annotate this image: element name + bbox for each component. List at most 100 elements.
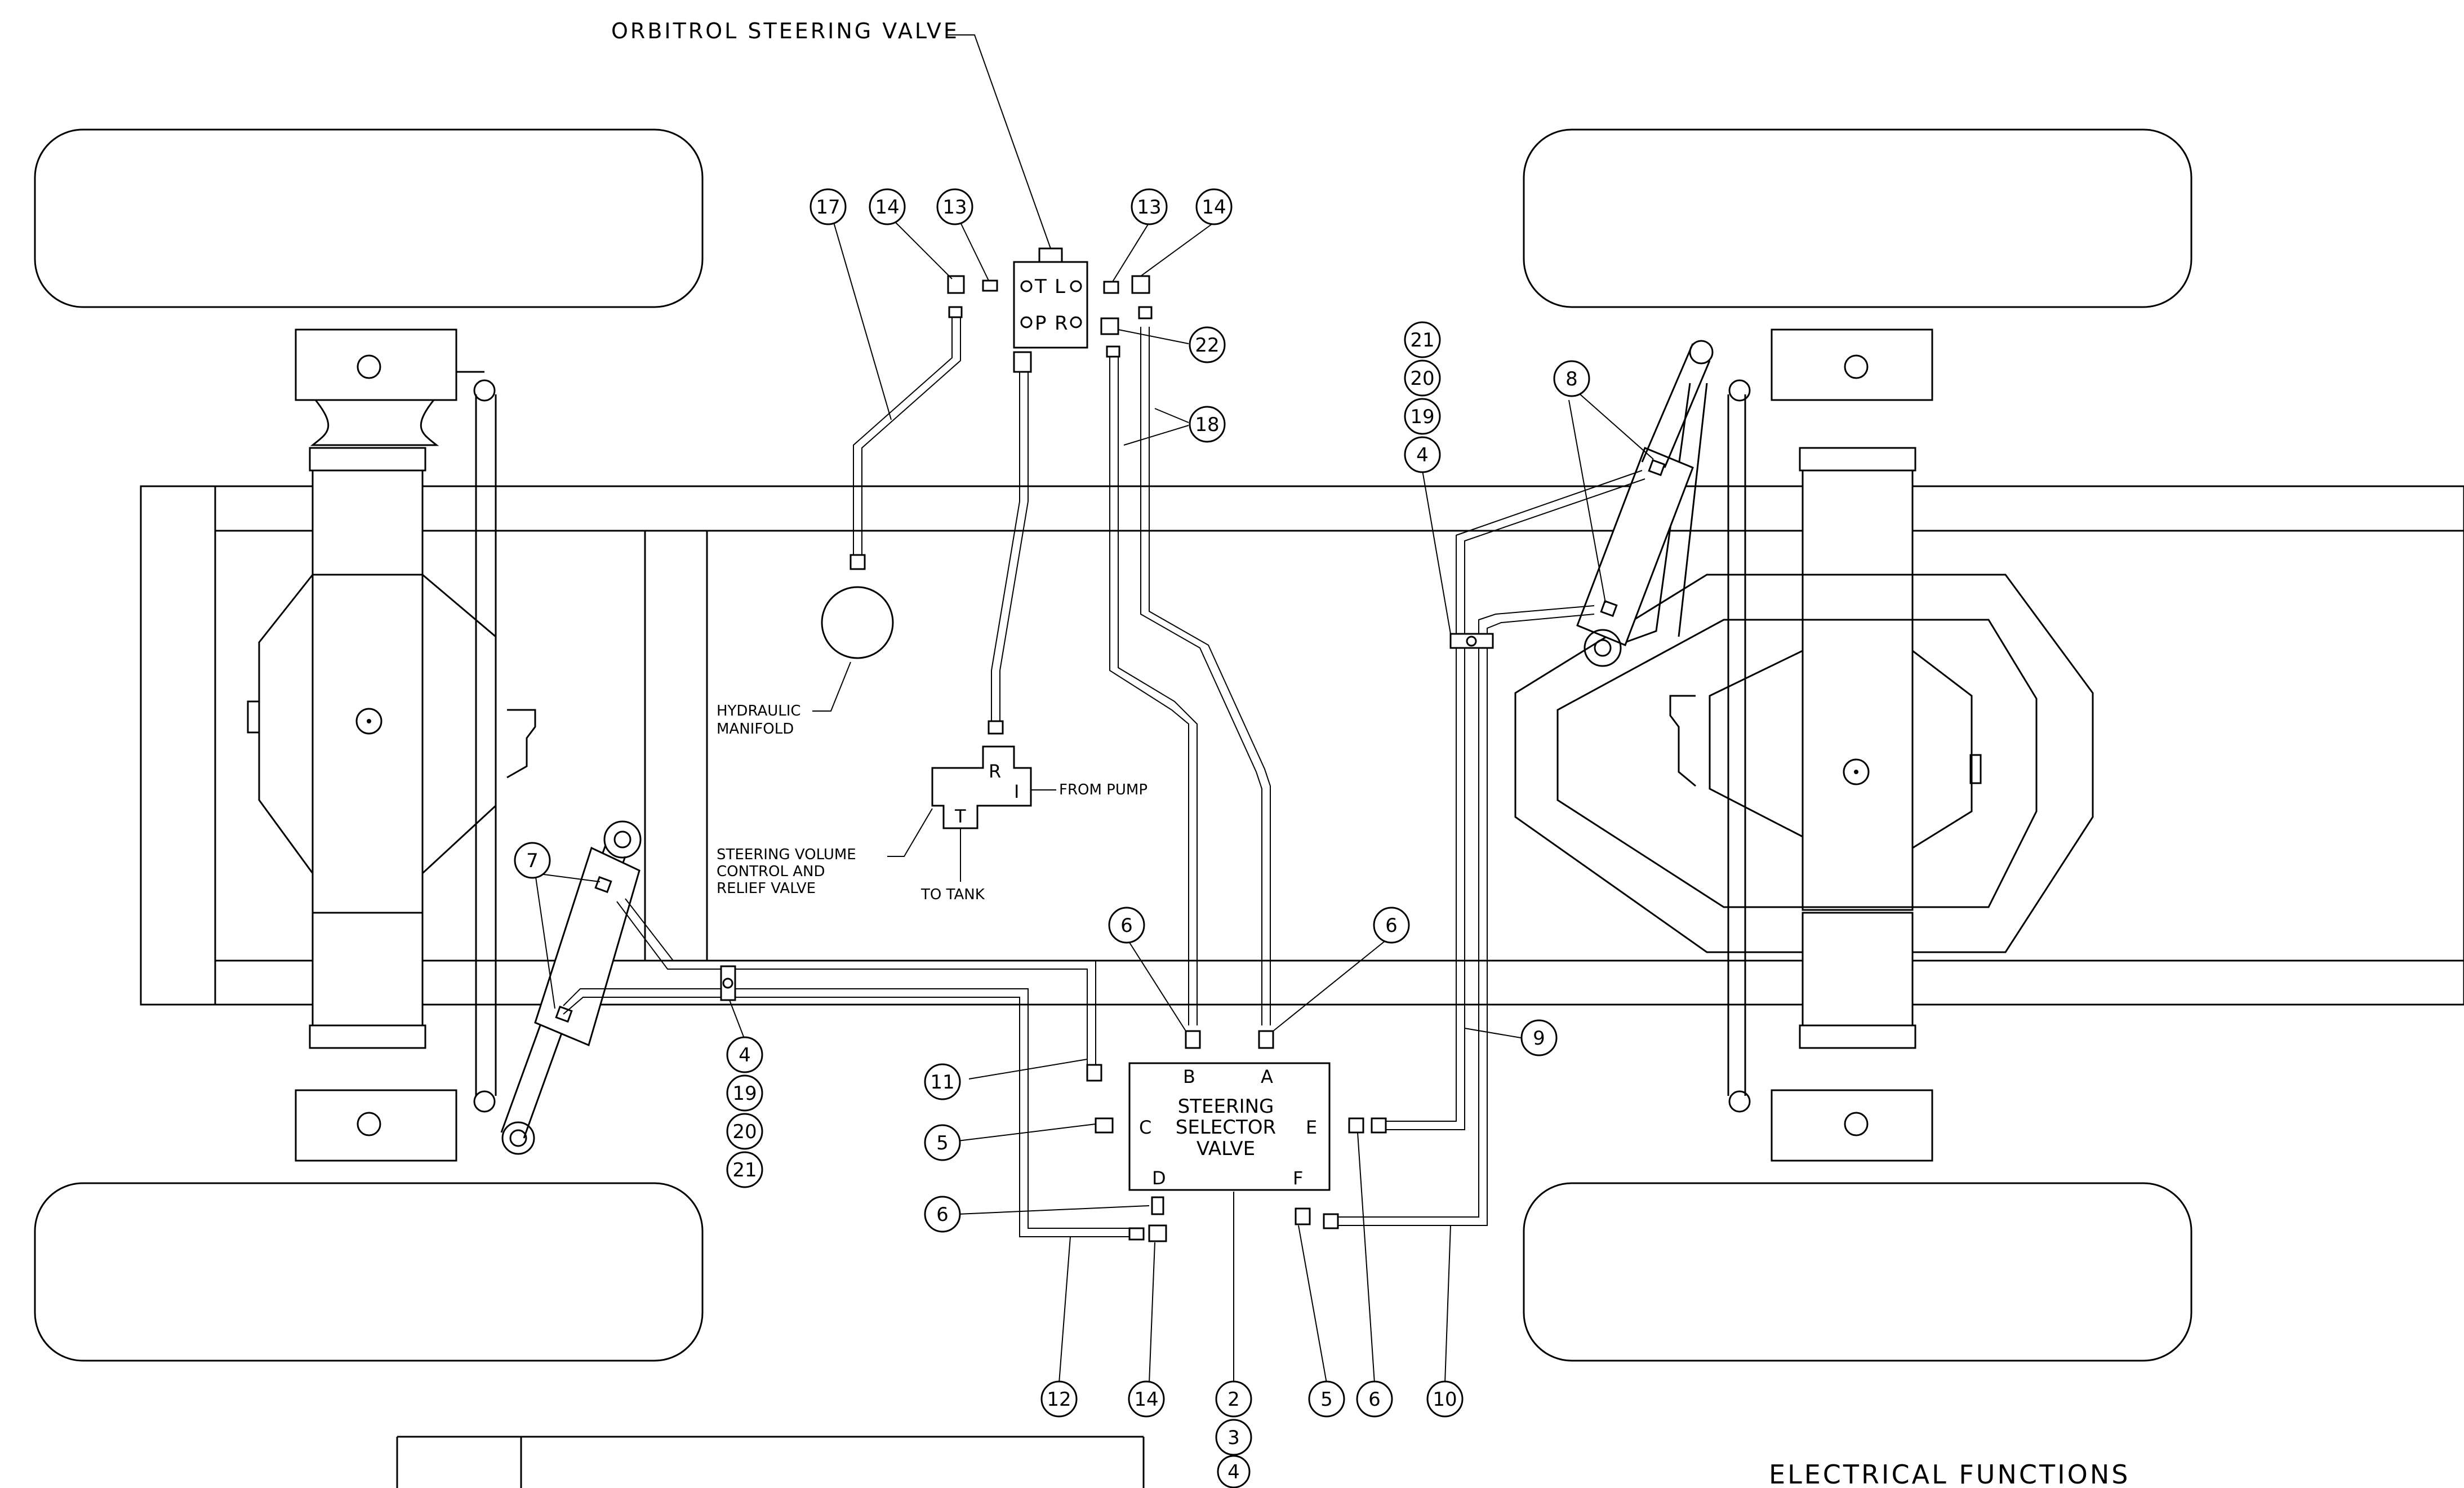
steering-volume-control-valve: R I T	[931, 745, 1032, 829]
svg-text:20: 20	[732, 1121, 757, 1143]
selector-port-a: A	[1261, 1066, 1273, 1087]
callout-19: 19	[726, 1074, 763, 1112]
svg-text:4: 4	[739, 1044, 751, 1067]
callout-6: 6	[924, 1196, 961, 1233]
tire-rear-right	[1523, 1182, 2192, 1362]
callout-7: 7	[514, 842, 551, 879]
callout-12: 12	[1040, 1380, 1078, 1418]
callout-17: 17	[810, 188, 847, 225]
selector-title-3: VALVE	[1197, 1138, 1255, 1160]
callout-21: 21	[726, 1151, 763, 1188]
tire-rear-left	[34, 1182, 704, 1362]
svg-text:13: 13	[1137, 196, 1161, 219]
svg-text:19: 19	[732, 1082, 757, 1105]
callout-13: 13	[936, 188, 973, 225]
callout-20: 20	[726, 1113, 763, 1150]
callout-5: 5	[1308, 1380, 1345, 1418]
callout-14: 14	[1195, 188, 1233, 225]
svg-text:4: 4	[1416, 444, 1429, 467]
orbitrol-steering-valve: T L P R	[1013, 247, 1088, 349]
volume-port-r: R	[989, 761, 1001, 782]
right-axle	[1514, 328, 2094, 1162]
callouts: 17 14 13 13 14 22 18 21 20 19 4 8 7 4 19…	[514, 188, 1590, 1488]
svg-text:9: 9	[1533, 1027, 1545, 1050]
svg-text:19: 19	[1410, 406, 1434, 428]
tires	[34, 128, 2192, 1362]
hydraulic-manifold-label-1: HYDRAULIC	[717, 703, 801, 719]
orbitrol-port-t: T	[1034, 276, 1047, 298]
tire-front-right	[1523, 128, 2192, 308]
callout-6: 6	[1356, 1380, 1393, 1418]
hoses	[563, 316, 1645, 1237]
callout-10: 10	[1426, 1380, 1464, 1418]
callout-4: 4	[726, 1036, 763, 1073]
svg-text:5: 5	[1320, 1388, 1333, 1411]
selector-title-2: SELECTOR	[1176, 1116, 1276, 1139]
callout-21: 21	[1404, 321, 1441, 358]
callout-18: 18	[1189, 406, 1226, 443]
selector-port-b: B	[1183, 1066, 1195, 1087]
svg-text:7: 7	[526, 850, 539, 872]
callout-9: 9	[1520, 1019, 1558, 1056]
callout-2: 2	[1215, 1380, 1252, 1418]
volume-port-i: I	[1014, 781, 1019, 802]
svg-text:17: 17	[816, 196, 840, 219]
callout-19: 19	[1404, 398, 1441, 435]
electrical-functions-heading: ELECTRICAL FUNCTIONS	[1769, 1459, 2130, 1488]
hydraulic-manifold-label-2: MANIFOLD	[717, 721, 794, 738]
volume-valve-label-3: RELIEF VALVE	[717, 880, 816, 897]
svg-text:21: 21	[732, 1159, 757, 1181]
svg-text:8: 8	[1565, 368, 1578, 390]
from-pump-label: FROM PUMP	[1059, 781, 1148, 798]
svg-text:3: 3	[1227, 1427, 1240, 1449]
leader-lines	[535, 222, 1654, 1384]
hydraulic-manifold	[821, 586, 894, 659]
svg-text:6: 6	[1120, 914, 1133, 937]
orbitrol-port-r: R	[1055, 312, 1068, 335]
svg-text:12: 12	[1047, 1388, 1071, 1411]
callout-6: 6	[1373, 907, 1410, 944]
callout-5: 5	[924, 1124, 961, 1161]
orbitrol-port-l: L	[1055, 276, 1065, 298]
right-steering-cylinder	[1576, 340, 1714, 667]
volume-valve-label-1: STEERING VOLUME	[717, 846, 856, 863]
svg-text:14: 14	[875, 196, 899, 219]
volume-port-t: T	[954, 806, 966, 827]
fittings	[720, 275, 1494, 1242]
svg-text:6: 6	[1368, 1388, 1381, 1411]
volume-valve-label-2: CONTROL AND	[717, 863, 825, 880]
orbitrol-valve-label: ORBITROL STEERING VALVE	[611, 19, 959, 43]
svg-text:18: 18	[1195, 414, 1219, 436]
svg-text:6: 6	[936, 1203, 949, 1226]
svg-text:22: 22	[1195, 334, 1219, 357]
left-axle	[247, 328, 536, 1162]
callout-8: 8	[1553, 360, 1590, 397]
tire-front-left	[34, 128, 704, 308]
callout-14: 14	[869, 188, 906, 225]
selector-title-1: STEERING	[1178, 1095, 1274, 1118]
orbitrol-port-p: P	[1035, 312, 1047, 335]
selector-port-c: C	[1139, 1117, 1151, 1138]
svg-text:4: 4	[1227, 1461, 1240, 1483]
to-tank-label: TO TANK	[920, 886, 985, 903]
callout-14: 14	[1128, 1380, 1165, 1418]
svg-text:14: 14	[1202, 196, 1226, 219]
callout-3: 3	[1215, 1419, 1252, 1456]
svg-text:2: 2	[1227, 1388, 1240, 1411]
svg-text:20: 20	[1410, 367, 1434, 390]
selector-port-e: E	[1306, 1117, 1317, 1138]
steering-selector-valve: B A STEERING SELECTOR VALVE C E D F	[1128, 1062, 1331, 1191]
selector-port-d: D	[1152, 1167, 1166, 1189]
callout-4: 4	[1217, 1455, 1251, 1488]
svg-text:10: 10	[1433, 1388, 1457, 1411]
svg-text:5: 5	[936, 1132, 949, 1154]
callout-13: 13	[1131, 188, 1168, 225]
selector-port-f: F	[1293, 1167, 1303, 1189]
callout-20: 20	[1404, 359, 1441, 397]
svg-text:21: 21	[1410, 329, 1434, 352]
callout-6: 6	[1108, 907, 1145, 944]
svg-text:14: 14	[1134, 1388, 1158, 1411]
parts-table	[396, 1436, 1145, 1488]
callout-11: 11	[924, 1063, 961, 1100]
